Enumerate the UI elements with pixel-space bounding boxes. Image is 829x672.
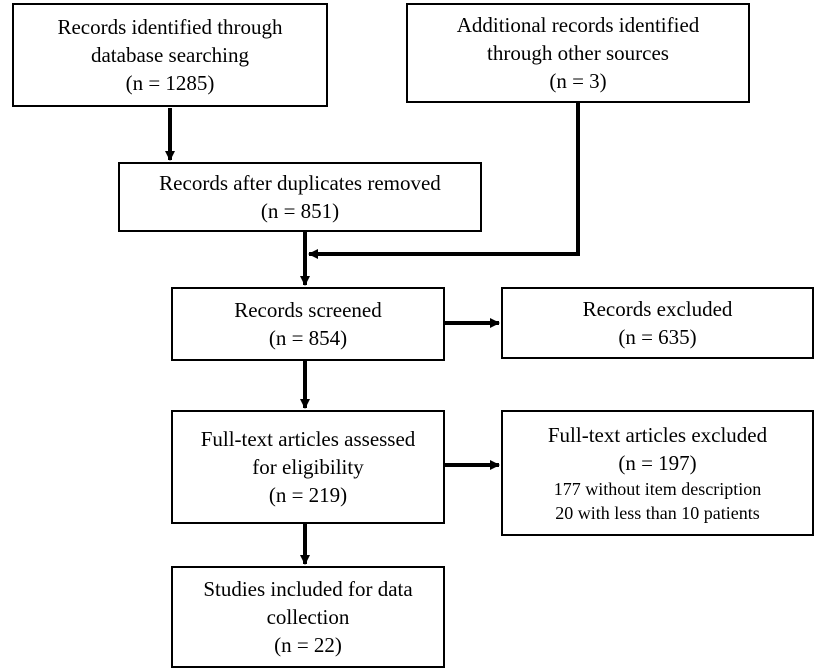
box-excluded-count: (n = 635) xyxy=(618,325,697,349)
arrow-other-to-merge xyxy=(308,103,580,259)
box-database-count: (n = 1285) xyxy=(125,71,215,95)
box-screened-count: (n = 854) xyxy=(268,326,348,350)
box-database-line2: database searching xyxy=(90,43,249,67)
box-fulltext-assessed: Full-text articles assessed for eligibil… xyxy=(171,410,445,524)
box-fulltext-excluded-line1: Full-text articles excluded xyxy=(547,423,768,447)
box-fulltext-excluded-reason1: 177 without item description xyxy=(553,479,762,499)
box-included-count: (n = 22) xyxy=(274,633,342,657)
box-duplicates-count: (n = 851) xyxy=(260,199,340,223)
box-screened-line1: Records screened xyxy=(234,298,382,322)
box-included-line1: Studies included for data xyxy=(203,577,413,601)
box-fulltext-line1: Full-text articles assessed xyxy=(200,427,416,451)
box-other-line2: through other sources xyxy=(487,41,669,65)
box-fulltext-line2: for eligibility xyxy=(252,455,364,479)
box-other-line1: Additional records identified xyxy=(456,13,700,37)
box-database-records: Records identified through database sear… xyxy=(12,3,328,107)
box-records-excluded: Records excluded (n = 635) xyxy=(501,287,814,359)
box-fulltext-count: (n = 219) xyxy=(268,483,348,507)
box-database-line1: Records identified through xyxy=(57,15,283,39)
box-included-line2: collection xyxy=(266,605,350,629)
box-other-count: (n = 3) xyxy=(549,69,607,93)
box-fulltext-excluded-count: (n = 197) xyxy=(618,451,697,475)
box-fulltext-excluded: Full-text articles excluded (n = 197) 17… xyxy=(501,410,814,536)
box-duplicates-removed: Records after duplicates removed (n = 85… xyxy=(118,162,482,232)
box-records-screened: Records screened (n = 854) xyxy=(171,287,445,361)
box-studies-included: Studies included for data collection (n … xyxy=(171,566,445,668)
box-fulltext-excluded-reason2: 20 with less than 10 patients xyxy=(555,503,760,523)
box-excluded-line1: Records excluded xyxy=(582,297,733,321)
box-duplicates-line1: Records after duplicates removed xyxy=(159,171,441,195)
box-other-sources: Additional records identified through ot… xyxy=(406,3,750,103)
